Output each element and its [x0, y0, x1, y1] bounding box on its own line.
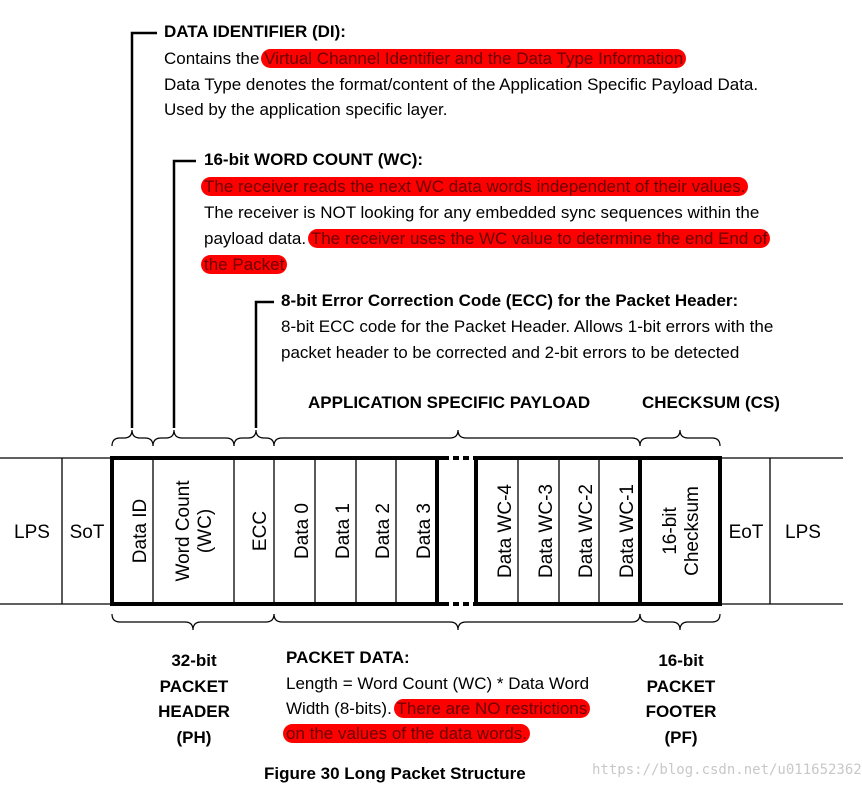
field-checksum: 16-bitChecksum: [660, 486, 703, 576]
wc-field-line-2: (WC): [195, 509, 216, 553]
packet-data-title: PACKET DATA:: [286, 648, 410, 667]
wc-highlight2b: the Packet: [201, 255, 288, 274]
brace-header: [111, 613, 275, 631]
wc-line3-prefix: payload data.: [204, 229, 311, 248]
field-data-wc-3: Data WC-3: [536, 484, 557, 578]
callout-leaders: [130, 31, 274, 428]
di-prefix: Contains the: [164, 49, 265, 68]
field-data-id: Data ID: [130, 499, 151, 563]
ecc-line2: packet header to be corrected and 2-bit …: [281, 343, 740, 362]
wc-line3: payload data. The receiver uses the WC v…: [204, 229, 771, 249]
wc-leader: [172, 159, 196, 428]
di-line2: Data Type denotes the format/content of …: [164, 75, 759, 94]
header-label-line2: PACKET: [159, 676, 229, 696]
wc-field-line-1: Word Count: [173, 480, 194, 582]
brace-di: [111, 429, 154, 447]
field-data-2: Data 2: [373, 503, 394, 559]
brace-checksum: [639, 429, 721, 447]
brace-ecc: [233, 429, 275, 447]
ecc-title: 8-bit Error Correction Code (ECC) for th…: [281, 291, 739, 310]
header-label-line1: 32-bit: [171, 651, 217, 670]
field-data-wc-4: Data WC-4: [495, 484, 516, 578]
packet-data-highlight-b: on the values of the data words.: [283, 724, 530, 743]
long-packet-figure: DATA IDENTIFIER (DI): Contains the Virtu…: [0, 22, 862, 783]
footer-label-line1: 16-bit: [658, 651, 704, 670]
brace-payload: [273, 429, 641, 447]
header-label-line3: HEADER: [158, 702, 230, 721]
eot-label: EoT: [729, 522, 764, 543]
packet-data-line2: Width (8-bits). There are NO restriction…: [286, 699, 591, 719]
di-line1: Contains the Virtual Channel Identifier …: [164, 49, 687, 69]
brace-footer: [639, 613, 721, 631]
watermark: https://blog.csdn.net/u011652362: [592, 762, 862, 778]
field-ecc: ECC: [250, 511, 271, 551]
field-data-wc-2: Data WC-2: [576, 484, 597, 578]
field-dividers: [152, 458, 600, 604]
bottom-braces: [111, 613, 721, 631]
packet-border: [110, 456, 722, 606]
brace-packet-data: [273, 613, 641, 631]
cs-field-line-1: 16-bit: [660, 507, 681, 555]
packet-data-line1: Length = Word Count (WC) * Data Word: [286, 674, 590, 693]
packet-data-prefix: Width (8-bits).: [286, 699, 397, 718]
wc-highlight2a: The receiver uses the WC value to determ…: [307, 229, 771, 248]
checksum-label: CHECKSUM (CS): [642, 393, 780, 412]
outer-lines: [0, 457, 843, 605]
ecc-leader: [254, 300, 274, 428]
field-word-count: Word Count(WC): [173, 480, 216, 582]
wc-line4: the Packet: [201, 255, 288, 275]
footer-label-line4: (PF): [664, 727, 698, 747]
footer-label-line3: FOOTER: [645, 702, 717, 721]
sot-label: SoT: [70, 522, 105, 543]
lps-left-label: LPS: [14, 522, 50, 543]
wc-line1: The receiver reads the next WC data word…: [201, 177, 749, 197]
field-data-3: Data 3: [414, 503, 435, 559]
ecc-line1: 8-bit ECC code for the Packet Header. Al…: [281, 317, 774, 336]
lps-right-label: LPS: [785, 522, 821, 543]
top-braces: [111, 429, 721, 447]
wc-line2: The receiver is NOT looking for any embe…: [204, 203, 760, 222]
di-leader: [130, 31, 157, 428]
payload-label: APPLICATION SPECIFIC PAYLOAD: [308, 393, 591, 412]
field-data-wc-1: Data WC-1: [617, 484, 638, 578]
brace-wc: [152, 429, 235, 447]
packet-data-highlight-a: There are NO restrictions: [393, 699, 591, 718]
di-line3: Used by the application specific layer.: [164, 100, 448, 119]
di-highlight: Virtual Channel Identifier and the Data …: [261, 49, 687, 68]
di-title: DATA IDENTIFIER (DI):: [164, 22, 346, 41]
packet-data-line3: on the values of the data words.: [283, 724, 530, 744]
header-label-line4: (PH): [176, 727, 212, 747]
figure-caption: Figure 30 Long Packet Structure: [264, 764, 526, 783]
packet-diagram: LPS SoT EoT LPS Data ID ECC Data 0 Data …: [0, 31, 843, 631]
vertical-field-labels: Data ID ECC Data 0 Data 1 Data 2 Data 3 …: [130, 480, 703, 582]
field-data-0: Data 0: [292, 503, 313, 559]
cs-field-line-2: Checksum: [682, 486, 703, 576]
wc-title: 16-bit WORD COUNT (WC):: [204, 150, 424, 169]
footer-size-label: 16-bit PACKET FOOTER (PF): [621, 648, 741, 750]
field-data-1: Data 1: [333, 503, 354, 559]
wc-highlight1: The receiver reads the next WC data word…: [201, 177, 749, 196]
header-size-label: 32-bit PACKET HEADER (PH): [134, 648, 254, 750]
footer-label-line2: PACKET: [646, 676, 716, 696]
packet-gap-dashes: [443, 456, 475, 606]
